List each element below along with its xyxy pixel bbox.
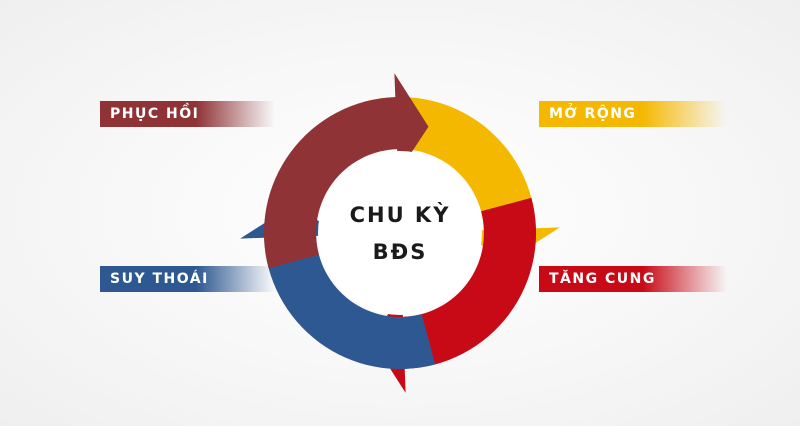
- phase-label-mo-rong: MỞ RỘNG: [549, 106, 637, 122]
- phase-banner-mo-rong: MỞ RỘNG: [539, 101, 727, 127]
- phase-banner-tang-cung: TĂNG CUNG: [539, 266, 727, 292]
- phase-banner-suy-thoai: SUY THOÁI: [100, 266, 275, 292]
- phase-label-suy-thoai: SUY THOÁI: [110, 271, 209, 287]
- phase-label-tang-cung: TĂNG CUNG: [549, 271, 656, 287]
- center-title-line-2: BĐS: [372, 240, 428, 264]
- phase-label-phuc-hoi: PHỤC HỒI: [110, 106, 200, 122]
- center-disc: [318, 151, 482, 315]
- phase-banner-phuc-hoi: PHỤC HỒI: [100, 101, 275, 127]
- arrow-phuc-hoi: [263, 73, 429, 269]
- center-title-line-1: CHU KỲ: [349, 203, 451, 227]
